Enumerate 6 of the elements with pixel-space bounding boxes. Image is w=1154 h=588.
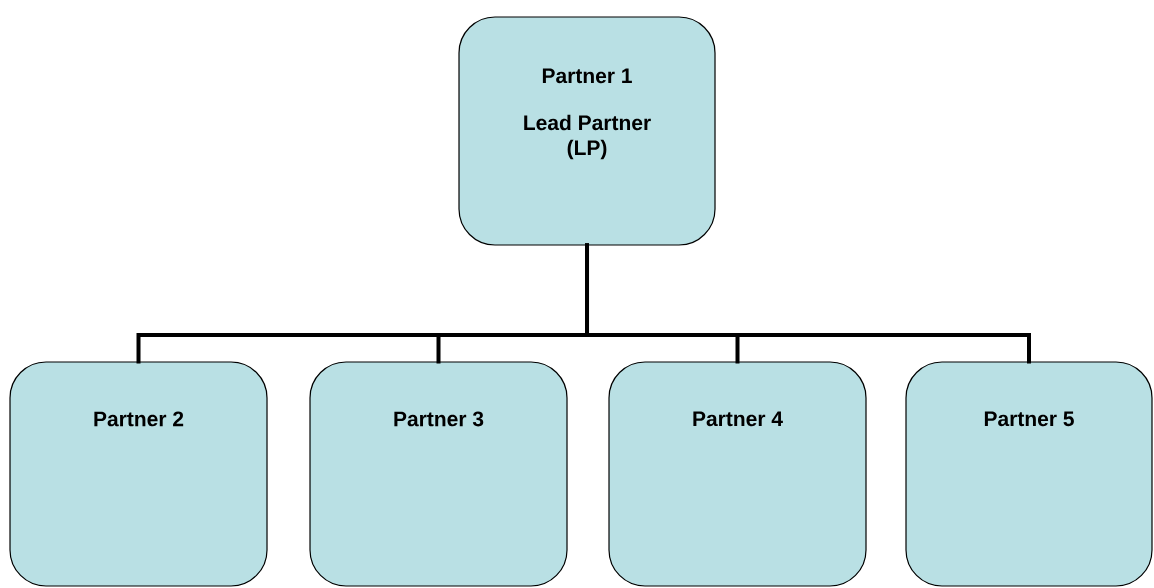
partner-box: Partner 2 xyxy=(9,361,268,587)
partner-box: Partner 3 xyxy=(309,361,568,587)
connector-line xyxy=(585,243,1031,364)
partner-box: Partner 5 xyxy=(905,361,1153,587)
partner-box: Partner 4 xyxy=(608,361,867,587)
partner-box: Partner 1 Lead Partner (LP) xyxy=(458,16,716,246)
